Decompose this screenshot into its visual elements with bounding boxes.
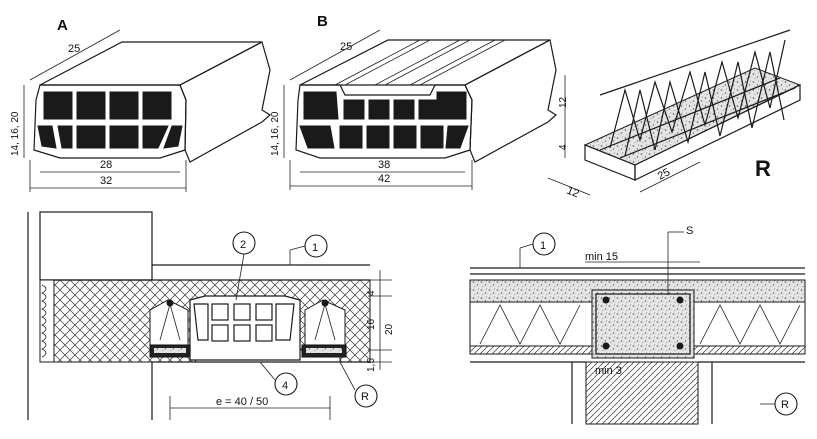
block-b-dim-line-top	[289, 29, 381, 81]
dim-top-layer: 4	[366, 290, 377, 296]
block-a-dim-outer: 32	[100, 175, 112, 187]
block-a-front-face	[33, 84, 187, 159]
callout-r: R	[361, 391, 369, 403]
block-b-cells	[299, 91, 469, 149]
callout-4: 4	[282, 380, 288, 392]
block-a-dim-inner: 28	[100, 159, 112, 171]
lower-wall	[585, 361, 699, 425]
truss-joist: 12 4 12 25 R	[547, 29, 802, 201]
block-a: A 25 14, 16, 20 28 32	[10, 17, 272, 192]
upper-wall	[39, 211, 153, 281]
callout-4-circle	[274, 372, 298, 396]
block-a-dim-height: 14, 16, 20	[10, 111, 21, 156]
spacing-label: e = 40 / 50	[216, 396, 268, 408]
callout-1-right: 1	[540, 240, 546, 252]
truss-top-chord	[599, 29, 791, 96]
callout-1: 1	[312, 242, 318, 254]
dim-block: 16	[366, 318, 377, 330]
block-b-dim-top: 25	[340, 41, 352, 53]
truss-dim-line-length	[639, 161, 701, 193]
truss-dim-length: 25	[656, 166, 672, 182]
block-b-dim-outer: 42	[378, 173, 390, 185]
truss-base-side	[634, 84, 801, 181]
truss-dim-height: 12	[558, 96, 569, 108]
block-b: B 25 14, 16, 20 38	[270, 13, 558, 190]
truss-letter: R	[755, 156, 771, 181]
joist-left	[149, 299, 191, 358]
callout-r-circle	[354, 384, 378, 408]
block-a-letter: A	[57, 17, 68, 34]
truss-web	[609, 39, 786, 149]
block-b-dim-height: 14, 16, 20	[270, 111, 281, 156]
truss-dim-base-height: 4	[558, 144, 569, 150]
callout-r-right: R	[781, 399, 789, 411]
truss-dim-line-base-width	[547, 177, 591, 196]
min-bottom: min 3	[595, 365, 622, 377]
callout-2: 2	[240, 239, 246, 251]
section-right: 1 S min 15 min 3 R	[469, 225, 806, 425]
block-a-dim-line-top	[29, 29, 121, 81]
block-a-dim-top: 25	[68, 43, 80, 55]
label-s: S	[686, 225, 693, 237]
block-b-letter: B	[317, 13, 328, 30]
dim-total: 20	[384, 323, 395, 335]
joist-right	[301, 299, 347, 358]
min-top: min 15	[585, 251, 618, 263]
block-a-side-face	[179, 41, 272, 163]
section-left: 4 16 20 1,5 2 1 4 R e = 40 / 50	[27, 211, 395, 420]
block-b-top-face	[299, 39, 551, 86]
insulation-strip	[39, 279, 55, 363]
hollow-block	[189, 295, 301, 361]
block-b-dim-inner: 38	[378, 159, 390, 171]
truss-dim-base-width: 12	[565, 185, 581, 201]
block-b-side-face	[464, 39, 558, 163]
block-a-cells	[37, 91, 183, 149]
block-b-front-face	[295, 84, 473, 159]
dim-bottom: 1,5	[366, 358, 377, 372]
